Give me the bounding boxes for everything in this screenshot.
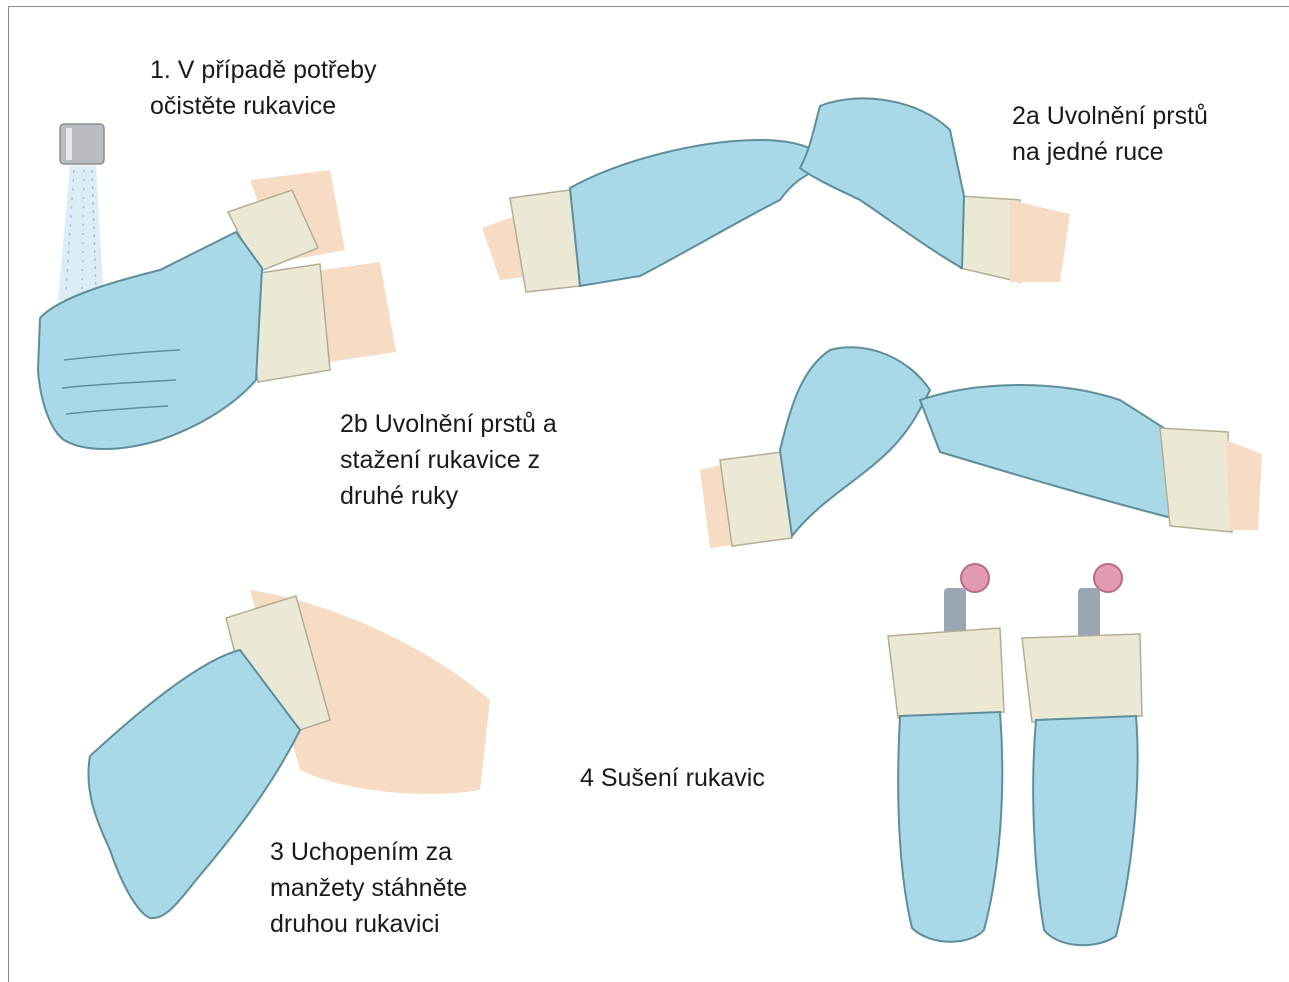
step-1-caption: 1. V případě potřeby očistěte rukavice — [150, 52, 377, 124]
clip-icon — [944, 564, 989, 638]
step2a-illustration — [482, 98, 1070, 292]
step-2a-caption: 2a Uvolnění prstů na jedné ruce — [1012, 98, 1208, 170]
step4-drying-illustration — [888, 564, 1142, 945]
step2b-illustration — [700, 347, 1262, 548]
right-arm — [240, 262, 396, 382]
step-4-caption: 4 Sušení rukavic — [580, 760, 765, 796]
step-3-caption: 3 Uchopením za manžety stáhněte druhou r… — [270, 834, 467, 942]
clip-icon — [1078, 564, 1122, 638]
step-2b-caption: 2b Uvolnění prstů a stažení rukavice z d… — [340, 406, 557, 514]
water-stream — [58, 166, 104, 300]
faucet-icon — [60, 124, 104, 164]
step1-washing-illustration — [38, 124, 396, 449]
